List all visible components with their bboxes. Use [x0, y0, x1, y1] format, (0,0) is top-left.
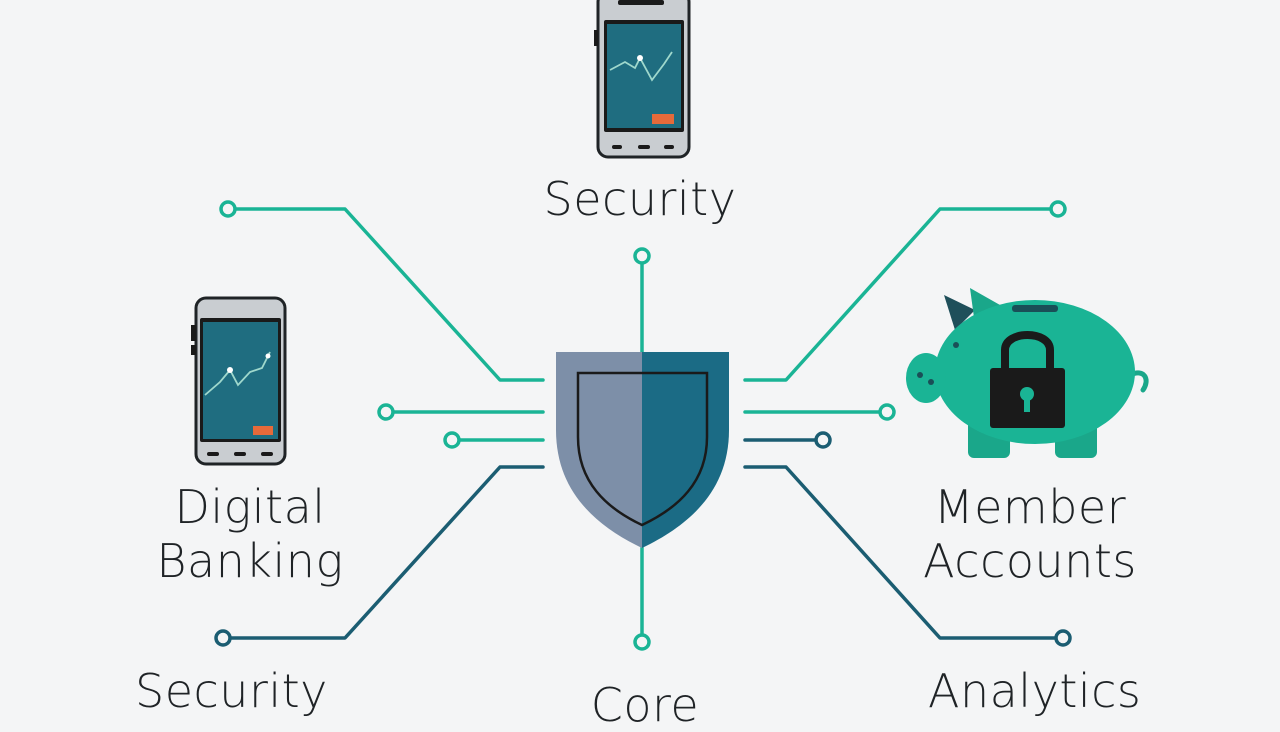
smartphone-chart-icon — [594, 0, 691, 159]
connector-top-right — [743, 207, 1060, 382]
node-bottom-center — [633, 633, 651, 651]
connector-bottom-left — [221, 465, 545, 640]
connectors-upper — [226, 207, 1060, 644]
node-mid-left-1 — [377, 403, 395, 421]
label-bottom-analytics: Analytics — [928, 664, 1142, 718]
connector-nodes — [214, 200, 1072, 651]
label-member-accounts-line1: Member — [933, 480, 1127, 534]
node-top-center — [633, 247, 651, 265]
label-member-accounts-line2: Accounts — [923, 534, 1137, 588]
label-bottom-core: Core — [590, 678, 700, 732]
node-top-right — [1049, 200, 1067, 218]
node-mid-right-1 — [878, 403, 896, 421]
label-top-security: Security — [543, 172, 737, 226]
label-digital-banking-line2: Banking — [156, 534, 344, 588]
node-mid-left-2 — [443, 431, 461, 449]
connectors-lower — [221, 438, 1065, 640]
shield-icon — [556, 352, 729, 548]
smartphone-chart-icon — [191, 296, 287, 466]
node-bottom-right — [1054, 629, 1072, 647]
node-bottom-left — [214, 629, 232, 647]
piggy-bank-lock-icon — [906, 288, 1149, 458]
label-bottom-security: Security — [135, 664, 328, 718]
node-mid-right-2 — [814, 431, 832, 449]
label-digital-banking: Digital Banking — [140, 480, 360, 588]
connector-bottom-right — [743, 465, 1065, 640]
label-digital-banking-line1: Digital — [174, 480, 326, 534]
label-member-accounts: Member Accounts — [915, 480, 1145, 588]
node-top-left — [219, 200, 237, 218]
connector-top-left — [226, 207, 545, 382]
